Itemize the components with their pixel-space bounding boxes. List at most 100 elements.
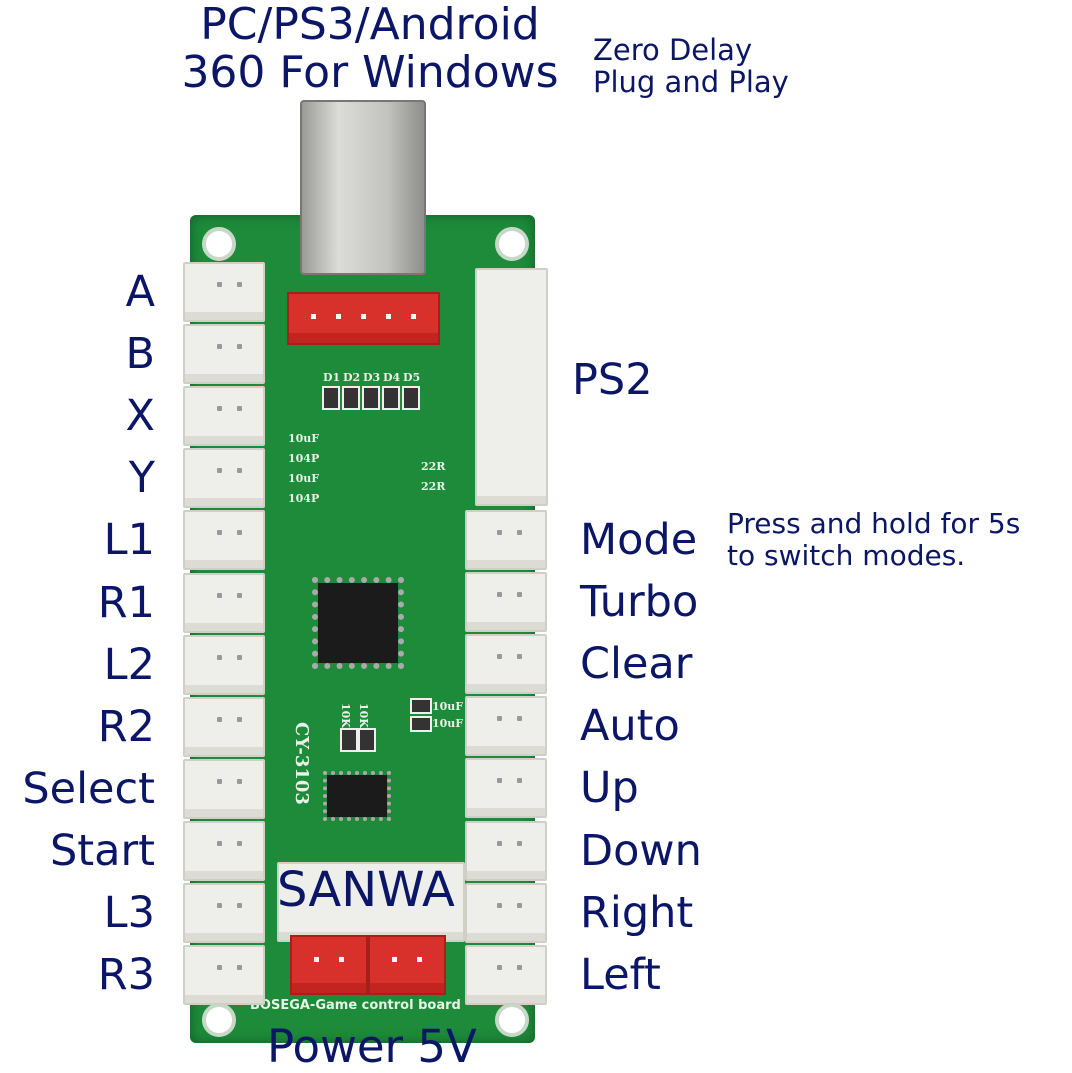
- led: [362, 386, 380, 410]
- silk-d2: D2: [343, 371, 361, 384]
- capacitor: [410, 716, 432, 732]
- resistor: [358, 728, 376, 752]
- button-connector: [183, 324, 265, 385]
- button-connector: [183, 510, 265, 571]
- button-connector: [183, 262, 265, 322]
- led: [342, 386, 360, 410]
- pin: [217, 530, 222, 536]
- pin: [237, 468, 242, 474]
- silk-d4: D4: [383, 371, 401, 384]
- pin: [392, 957, 397, 962]
- button-connector: [465, 882, 547, 943]
- pin: [217, 282, 222, 287]
- led: [382, 386, 400, 410]
- button-connector: [183, 883, 265, 943]
- button-connector: [465, 572, 547, 633]
- pin: [217, 840, 222, 846]
- silk-cap-10uf: 10uF: [432, 700, 464, 713]
- title-line-2: 360 For Windows: [181, 47, 559, 98]
- board-brand-text: BOSEGA-Game control board: [250, 998, 461, 1013]
- button-connector: [183, 945, 265, 1006]
- zero-delay-note: Zero Delay: [593, 33, 753, 67]
- mode-note-line-2: to switch modes.: [727, 539, 966, 572]
- pin: [517, 902, 522, 908]
- button-connector: [183, 634, 265, 695]
- board-model: CY-3103: [291, 722, 312, 805]
- silk-cap-10uf: 10uF: [288, 472, 320, 485]
- title-line-1: PC/PS3/Android: [200, 0, 540, 50]
- pin: [237, 344, 242, 350]
- button-label-a: A: [125, 267, 155, 317]
- ps2-connector: [475, 268, 548, 506]
- pin: [311, 314, 316, 319]
- button-label-r2: R2: [97, 701, 155, 752]
- silk-cap-104p: 104P: [288, 492, 320, 505]
- pin: [339, 957, 344, 962]
- pin: [217, 406, 222, 412]
- button-label-y: Y: [128, 453, 155, 504]
- button-label-l1: L1: [103, 515, 155, 566]
- button-label-start: Start: [49, 825, 155, 876]
- pin: [217, 716, 222, 722]
- pin: [237, 406, 242, 412]
- pin: [237, 530, 242, 536]
- pin: [217, 903, 222, 908]
- pin: [517, 840, 522, 846]
- button-label-auto: Auto: [580, 701, 680, 752]
- button-label-l3: L3: [103, 888, 155, 938]
- pin: [237, 965, 242, 971]
- button-label-turbo: Turbo: [580, 577, 699, 628]
- pin: [237, 840, 242, 846]
- sanwa-label: SANWA: [277, 862, 455, 918]
- pin: [497, 902, 502, 908]
- pin: [517, 716, 522, 722]
- button-label-r3: R3: [97, 950, 155, 1001]
- silk-cap-10uf: 10uF: [288, 432, 320, 445]
- sanwa-connector: [277, 862, 465, 942]
- pin: [411, 314, 416, 319]
- pin: [217, 965, 222, 971]
- button-label-mode: Mode: [580, 515, 698, 565]
- silk-cap-104p: 104P: [288, 452, 320, 465]
- button-connector: [465, 634, 547, 695]
- pin: [336, 314, 341, 319]
- button-label-b: B: [125, 329, 156, 380]
- pin: [217, 592, 222, 598]
- silk-cap-10uf: 10uF: [432, 717, 464, 730]
- mount-hole: [202, 227, 236, 261]
- capacitor: [410, 698, 432, 714]
- mode-note-line-1: Press and hold for 5s: [727, 507, 1021, 540]
- pin: [237, 654, 242, 660]
- pin: [217, 344, 222, 350]
- silk-res-22r: 22R: [421, 480, 446, 493]
- pin: [497, 654, 502, 660]
- pin: [517, 654, 522, 660]
- button-label-clear: Clear: [580, 639, 693, 690]
- silk-d5: D5: [403, 371, 421, 384]
- pin: [497, 716, 502, 722]
- silk-d3: D3: [363, 371, 381, 384]
- pin: [417, 957, 422, 962]
- pin: [386, 314, 391, 319]
- button-connector: [465, 820, 547, 881]
- button-label-right: Right: [580, 887, 694, 938]
- button-label-r1: R1: [97, 577, 155, 628]
- pin: [497, 530, 502, 535]
- button-connector: [183, 820, 265, 881]
- silk-res-22r: 22R: [421, 460, 446, 473]
- button-connector: [465, 944, 547, 1005]
- mount-hole: [202, 1003, 236, 1037]
- pin: [217, 654, 222, 660]
- eeprom-chip: [323, 771, 391, 821]
- pin: [497, 840, 502, 846]
- button-connector: [183, 448, 265, 509]
- button-connector: [183, 386, 265, 447]
- mount-hole: [495, 227, 529, 261]
- button-connector: [183, 758, 265, 819]
- power-header-red: [290, 935, 368, 995]
- pin: [237, 716, 242, 722]
- button-connector: [465, 510, 547, 570]
- pin: [217, 468, 222, 474]
- mount-hole: [495, 1003, 529, 1037]
- button-label-left: Left: [580, 949, 661, 1000]
